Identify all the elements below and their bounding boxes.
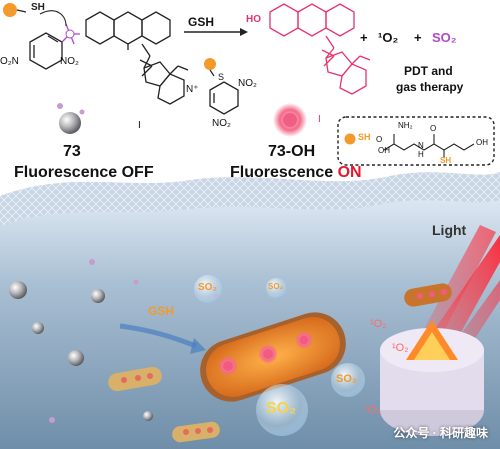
scene-gsh-label: GSH [148,304,175,318]
so2-product-label: SO₂ [432,30,457,45]
pdt-line-1: PDT and [404,64,453,78]
so2-label-1: SO₂ [198,282,217,293]
light-label: Light [432,222,467,238]
small-bacterium-a [108,366,162,392]
fluorescence-on-prefix: Fluorescence [230,164,334,181]
singlet-oxygen-label: ¹O₂ [378,30,399,45]
gsh-arrow-icon [119,323,197,349]
reaction-scheme [3,3,495,166]
n-plus-label: N⁺ [186,84,199,95]
so2-bubble-2 [266,278,286,298]
fluorescence-on-word: ON [337,164,362,181]
bio-scene [0,172,500,449]
nanoparticle-3 [32,322,44,334]
tumor-cylinder-icon [380,320,484,436]
plus-sign-2: + [414,30,422,45]
small-bacterium-c [404,283,452,307]
gsh-n-label: N [418,141,424,150]
nanoparticle-5 [143,411,153,421]
o2-label-3: ¹O₂ [364,404,381,416]
so2-bubble-3 [331,363,365,397]
gsh-sh2-label: SH [440,156,452,165]
o2-label-2: ¹O₂ [392,342,409,354]
gsh-h-label: H [418,150,424,159]
xanthene-core-left [85,11,171,50]
bacterium-carrier-icon [200,312,346,402]
plus-sign-1: + [360,30,368,45]
wechat-watermark: 公众号 · 科研趣味 [393,426,488,440]
compound-73-label: 73 [63,143,81,160]
so2-bubble-4 [256,384,308,436]
gsh-nh2-label: NH₂ [398,121,413,130]
dinitrophenyl-ring-product [209,81,239,115]
gsh-o2-label: O [430,124,437,133]
fluorescence-off-label: Fluorescence OFF [14,164,154,181]
nanoparticle-1 [9,281,27,299]
thiol-sphere-icon [3,3,17,17]
gsh-skeleton [383,134,475,158]
nitro-label-c: NO₂ [238,78,257,89]
so2-label-4: SO₂ [266,400,297,417]
gsh-o-label: O [376,135,383,144]
nitro-label-a: O₂N [0,56,19,67]
gsh-sh-label: SH [358,132,371,142]
dinitrophenyl-ring-left [29,32,63,70]
pdt-line-2: gas therapy [396,80,464,94]
gsh-oh-label: OH [378,146,390,155]
compound-73oh-label: 73-OH [268,143,316,160]
indolium-left [139,43,189,105]
nitro-label-d: NO₂ [212,118,231,129]
so2-label-3: SO₂ [336,373,357,385]
ho-label: HO [246,14,261,25]
small-bacterium-b [172,421,220,443]
nanoparticle-4 [68,350,84,366]
nanoparticle-2 [91,289,105,303]
xanthene-core-right [269,3,371,95]
iodine-right: I [318,114,321,125]
so2-bubble-1 [194,275,222,303]
fluorescence-on-label: Fluorescence ON [230,164,362,182]
nitro-label-b: NO₂ [60,56,79,67]
iodine-left: I [138,120,141,131]
thioether-s-label: S [218,72,225,82]
gsh-oh2-label: OH [476,138,488,147]
attack-arrow-icon [39,10,67,27]
gsh-structure-box [337,116,495,166]
arrow-gsh-label: GSH [188,15,215,29]
thioether-sphere-icon [204,58,216,70]
so2-label-2: SO₂ [268,282,284,291]
gsh-sphere-icon [344,133,356,145]
o2-label-1: ¹O₂ [370,318,387,330]
thiol-label: SH [31,2,45,13]
off-probe-sphere-icon [59,112,81,134]
